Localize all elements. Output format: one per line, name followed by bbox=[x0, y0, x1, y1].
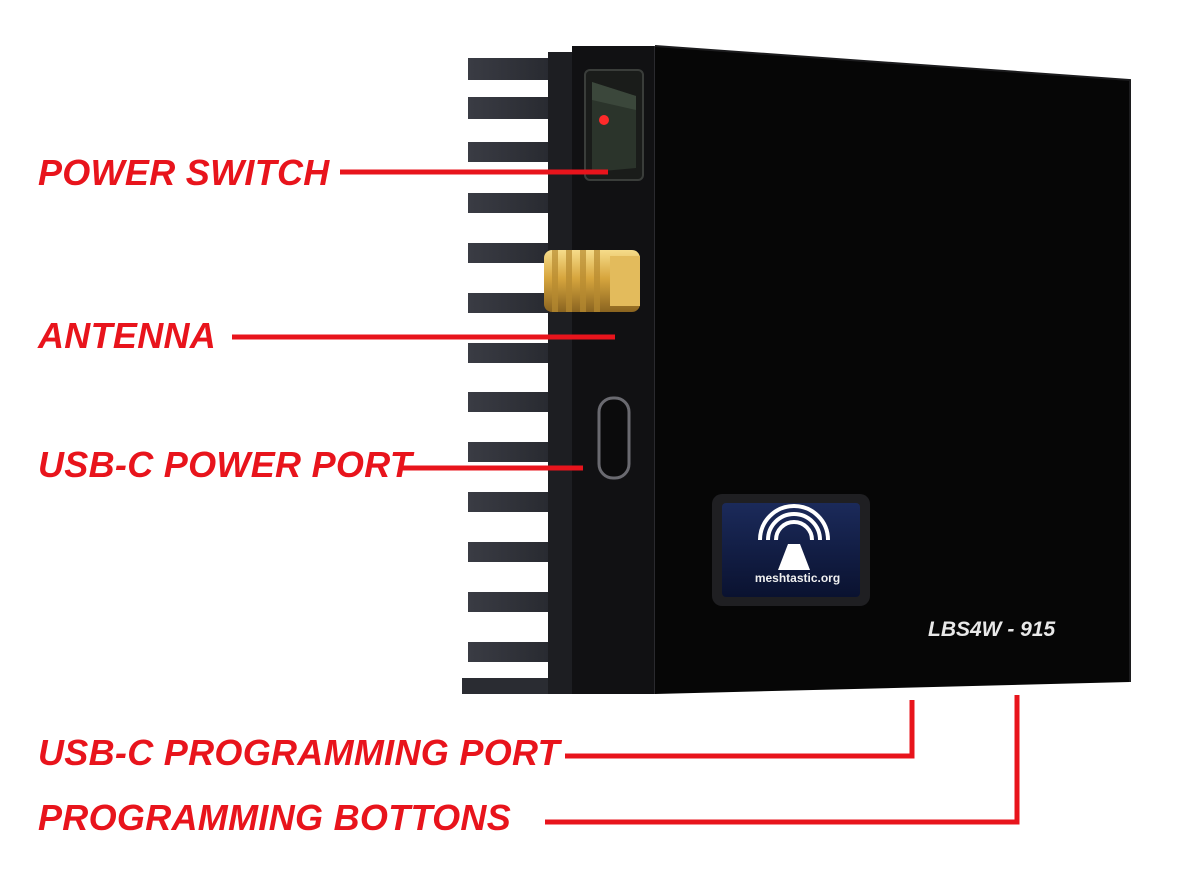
callout-lines bbox=[232, 169, 1020, 825]
usbc-power-port-label: USB-C POWER PORT bbox=[38, 444, 413, 485]
antenna-label: ANTENNA bbox=[38, 315, 217, 356]
antenna-connector-icon bbox=[544, 250, 640, 312]
usbc-programming-port-label: USB-C PROGRAMMING PORT bbox=[38, 732, 560, 773]
power-switch-icon bbox=[584, 69, 644, 181]
side-panel bbox=[572, 46, 655, 694]
model-label: LBS4W - 915 bbox=[928, 618, 1056, 641]
programming-buttons-label: PROGRAMMING BOTTONS bbox=[38, 797, 512, 838]
heatsink-fins bbox=[462, 52, 574, 694]
power-switch-label: POWER SWITCH bbox=[38, 152, 330, 193]
meshtastic-logo-badge bbox=[712, 494, 870, 606]
meshtastic-logo-text: meshtastic.org bbox=[754, 571, 841, 585]
usbc-power-port-icon bbox=[597, 396, 631, 480]
